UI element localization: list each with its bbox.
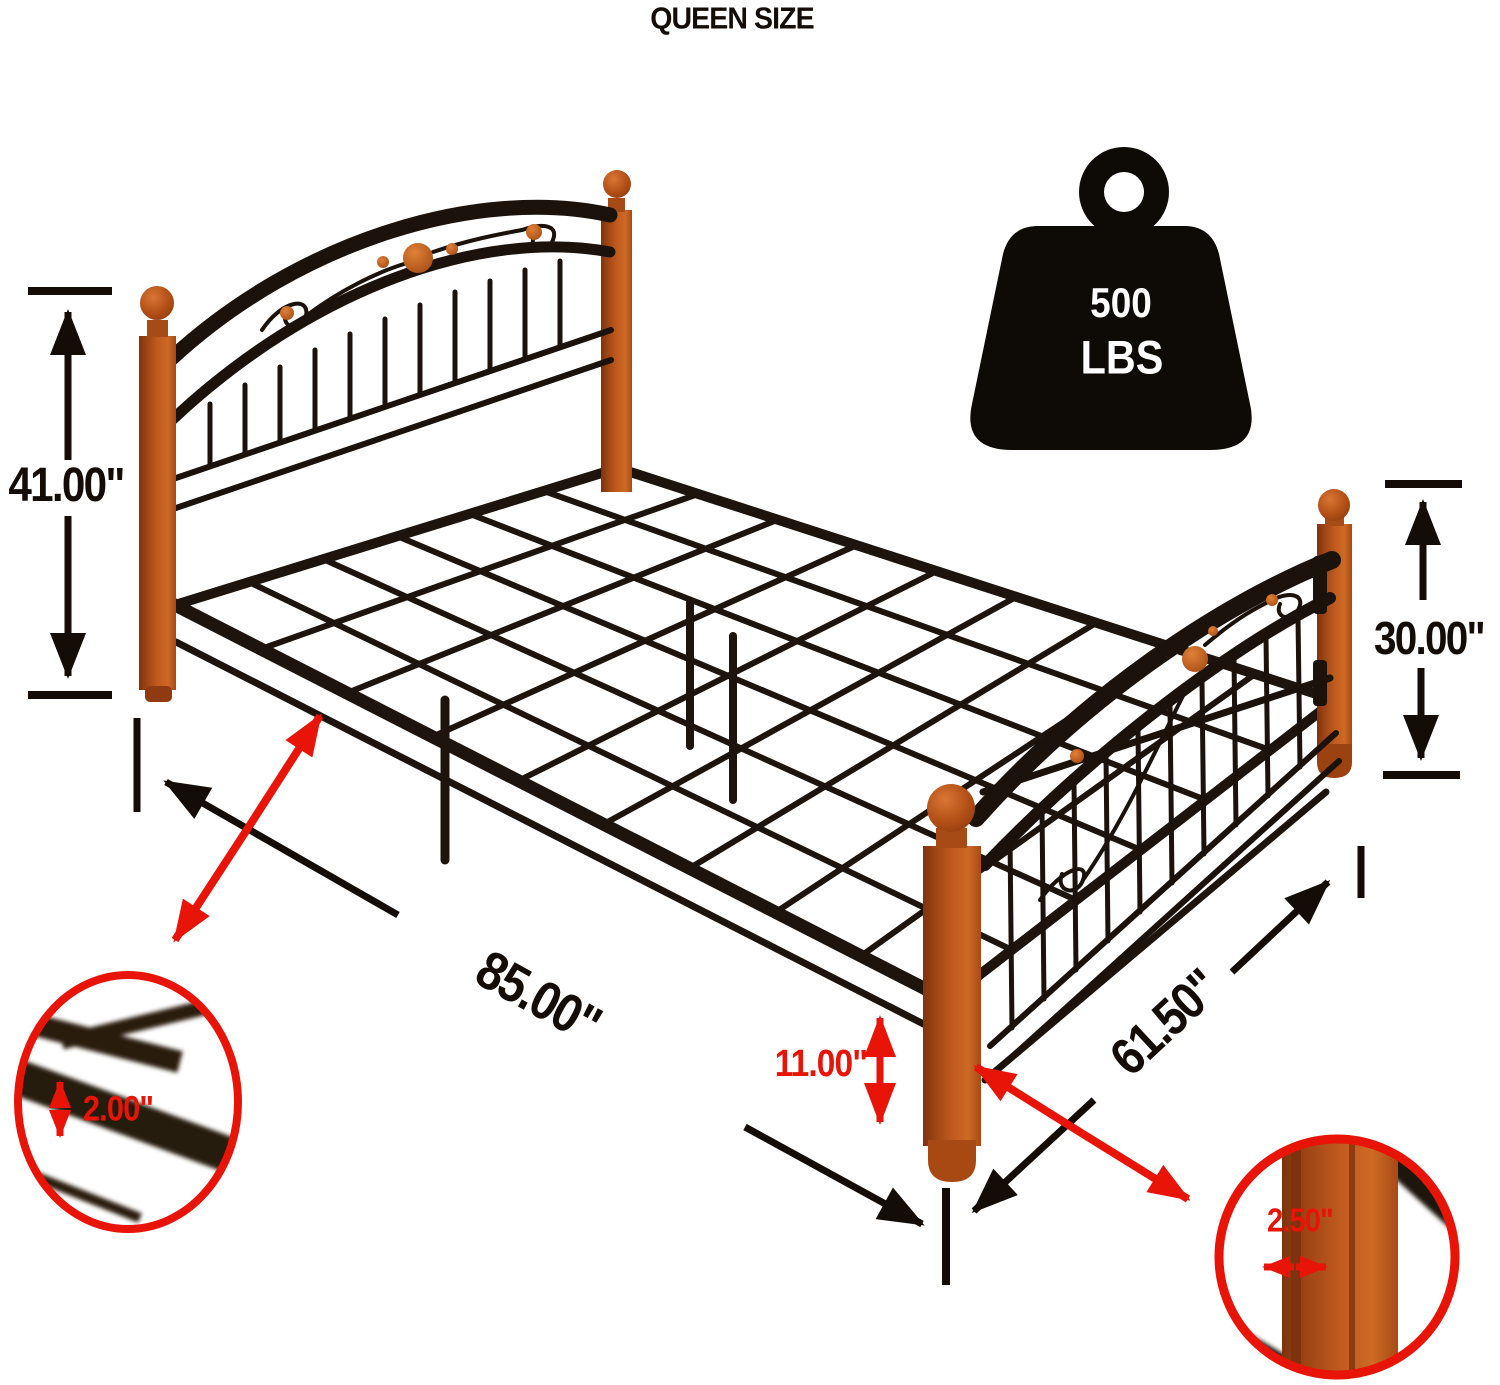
footboard-near-finial — [927, 784, 975, 832]
weight-icon — [970, 147, 1252, 450]
bed-frame-illustration — [139, 170, 1352, 1182]
annotation-arrows-red — [171, 713, 1191, 1203]
dimension-headboard-height-label: 41.00" — [8, 459, 125, 512]
headboard-near-post — [139, 336, 176, 690]
headboard-far-post — [601, 210, 632, 492]
rail-detail-pointer-arrow — [171, 713, 324, 943]
zoom-circle-post-detail — [1214, 1134, 1460, 1380]
footboard — [923, 489, 1352, 1182]
dimension-footboard-height-arrow — [1383, 480, 1462, 779]
weight-capacity-unit: LBS — [1080, 330, 1164, 384]
footboard-spindles — [1007, 614, 1303, 1031]
dimension-width-arrow — [971, 846, 1365, 1214]
dimension-length-arrow — [133, 718, 950, 1285]
headboard-near-finial — [140, 286, 174, 320]
headboard — [139, 170, 632, 702]
weight-capacity-value: 500 — [1090, 279, 1152, 326]
post-detail-pointer-arrow — [973, 1063, 1191, 1203]
dimension-post-detail-label: 2.50" — [1267, 1201, 1334, 1239]
dimension-footboard-height-label: 30.00" — [1374, 612, 1486, 664]
headboard-spindles — [207, 258, 563, 469]
dimension-rail-detail-label: 2.00" — [82, 1089, 154, 1129]
dimension-headboard-height-arrow — [28, 287, 112, 699]
headboard-far-finial — [603, 170, 631, 198]
footboard-far-finial — [1318, 489, 1350, 521]
headboard-scroll — [260, 224, 556, 332]
dimension-clearance-label: 11.00" — [774, 1043, 868, 1085]
footboard-near-post — [923, 846, 981, 1146]
page-title: QUEEN SIZE — [650, 0, 814, 36]
dimension-arrows-black — [28, 287, 1462, 1285]
